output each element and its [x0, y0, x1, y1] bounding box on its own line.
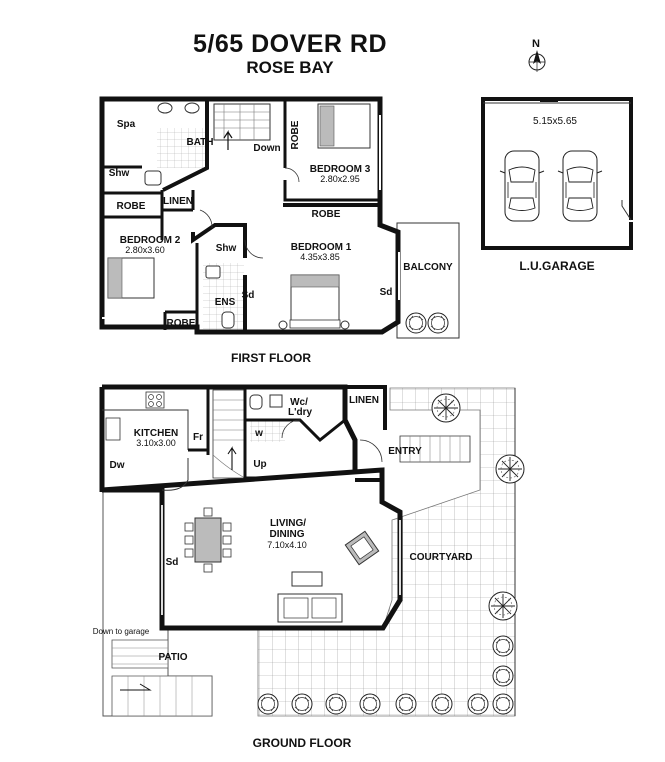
- ensuite-label: ENS: [215, 297, 236, 308]
- ensuite-shower-label: Shw: [216, 243, 237, 254]
- ground-floor-plan: KITCHEN 3.10x3.00 Fr Dw w Wc/ L'dry LINE…: [93, 384, 525, 750]
- living-sd-label: Sd: [166, 557, 179, 568]
- ensuite-sd-label: Sd: [242, 290, 255, 301]
- courtyard-label: COURTYARD: [410, 552, 473, 563]
- first-floor-plan: Spa BATH Shw Down ROBE BEDROOM 3 2.80x2.…: [99, 96, 460, 365]
- balcony-sd-label: Sd: [380, 287, 393, 298]
- bedroom1-label: BEDROOM 1: [291, 242, 352, 253]
- laundry-label: L'dry: [288, 407, 312, 418]
- garage-caption: L.U.GARAGE: [519, 259, 594, 273]
- living-label: LIVING/: [270, 518, 306, 529]
- patio-label: PATIO: [158, 652, 187, 663]
- dishwasher-label: Dw: [110, 460, 125, 471]
- suburb-subtitle: ROSE BAY: [246, 58, 334, 77]
- bedroom3-dims: 2.80x2.95: [320, 174, 360, 184]
- property-address-title: 5/65 DOVER RD: [192, 30, 388, 58]
- bedroom2-label: BEDROOM 2: [120, 235, 181, 246]
- living-dims: 7.10x4.10: [267, 540, 307, 550]
- first-floor-caption: FIRST FLOOR: [231, 351, 311, 365]
- linen-label: LINEN: [163, 196, 193, 207]
- kitchen-label: KITCHEN: [134, 428, 178, 439]
- stair-up-label: Up: [253, 459, 266, 470]
- spa-label: Spa: [117, 119, 136, 130]
- dining-label: DINING: [270, 529, 305, 540]
- linen-ground-label: LINEN: [349, 395, 379, 406]
- robe-bottom-label: ROBE: [167, 318, 196, 329]
- bath-tiles: [157, 128, 207, 168]
- ground-floor-caption: GROUND FLOOR: [253, 736, 352, 750]
- garage-dims: 5.15x5.65: [533, 116, 577, 127]
- down-to-garage-label: Down to garage: [93, 627, 150, 636]
- shower-label: Shw: [109, 168, 130, 179]
- bedroom2-dims: 2.80x3.60: [125, 245, 165, 255]
- entry-label: ENTRY: [388, 446, 422, 457]
- bedroom1-dims: 4.35x3.85: [300, 252, 340, 262]
- washer-label: w: [254, 428, 263, 439]
- stair-down-label: Down: [253, 143, 280, 154]
- north-arrow-icon: N: [528, 38, 546, 72]
- garage-plan: 5.15x5.65 L.U.GARAGE: [481, 97, 633, 273]
- balcony-label: BALCONY: [403, 262, 453, 273]
- bedroom3-label: BEDROOM 3: [310, 164, 371, 175]
- robe-bedroom3-label: ROBE: [290, 120, 301, 149]
- robe-left-label: ROBE: [117, 201, 146, 212]
- fridge-label: Fr: [193, 432, 203, 443]
- wc-label: Wc/: [290, 397, 308, 408]
- bath-label: BATH: [186, 137, 213, 148]
- kitchen-dims: 3.10x3.00: [136, 438, 176, 448]
- courtyard-tiles: [257, 387, 516, 717]
- north-label: N: [532, 38, 540, 50]
- robe-bedroom1-label: ROBE: [312, 209, 341, 220]
